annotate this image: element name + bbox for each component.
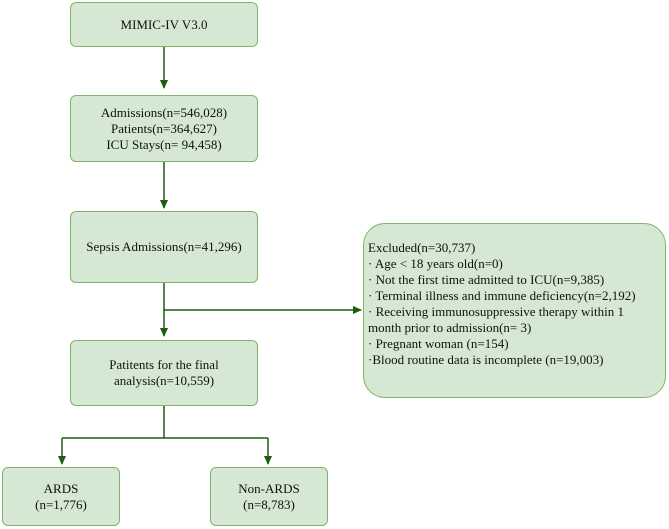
sepsis-admissions-count: Sepsis Admissions(n=41,296): [86, 239, 242, 254]
criterion-pregnant: · Pregnant woman (n=154): [368, 336, 509, 351]
criterion-terminal-illness: · Terminal illness and immune deficiency…: [368, 288, 636, 303]
criterion-not-first-icu: · Not the first time admitted to ICU(n=9…: [368, 272, 605, 287]
ards-count: (n=1,776): [35, 496, 87, 512]
criterion-immunosuppressive-cont: month prior to admission(n= 3): [368, 320, 532, 335]
non-ards-count: (n=8,783): [243, 496, 295, 512]
source-box: MIMIC-IV V3.0: [70, 2, 258, 47]
final-analysis-line1: Patitents for the final: [109, 357, 219, 372]
criterion-immunosuppressive: · Receiving immunosuppressive therapy wi…: [368, 304, 624, 319]
excluded-box: Excluded(n=30,737) · Age < 18 years old(…: [363, 223, 666, 398]
ards-box: ARDS (n=1,776): [2, 467, 120, 526]
patients-count: Patients(n=364,627): [111, 120, 217, 136]
excluded-title: Excluded(n=30,737): [368, 240, 476, 255]
criterion-blood-routine: ·Blood routine data is incomplete (n=19,…: [368, 352, 604, 367]
sepsis-box: Sepsis Admissions(n=41,296): [70, 211, 258, 283]
source-label: MIMIC-IV V3.0: [120, 16, 208, 32]
icu-stays-count: ICU Stays(n= 94,458): [106, 136, 222, 152]
final-analysis-box: Patitents for the final analysis(n=10,55…: [70, 340, 258, 406]
non-ards-label: Non-ARDS: [238, 480, 300, 496]
criterion-age: · Age < 18 years old(n=0): [368, 256, 503, 271]
ards-label: ARDS: [43, 480, 79, 496]
admissions-count: Admissions(n=546,028): [100, 104, 228, 120]
final-analysis-line2: analysis(n=10,559): [113, 373, 215, 388]
non-ards-box: Non-ARDS (n=8,783): [210, 467, 328, 526]
admissions-box: Admissions(n=546,028) Patients(n=364,627…: [70, 95, 258, 162]
